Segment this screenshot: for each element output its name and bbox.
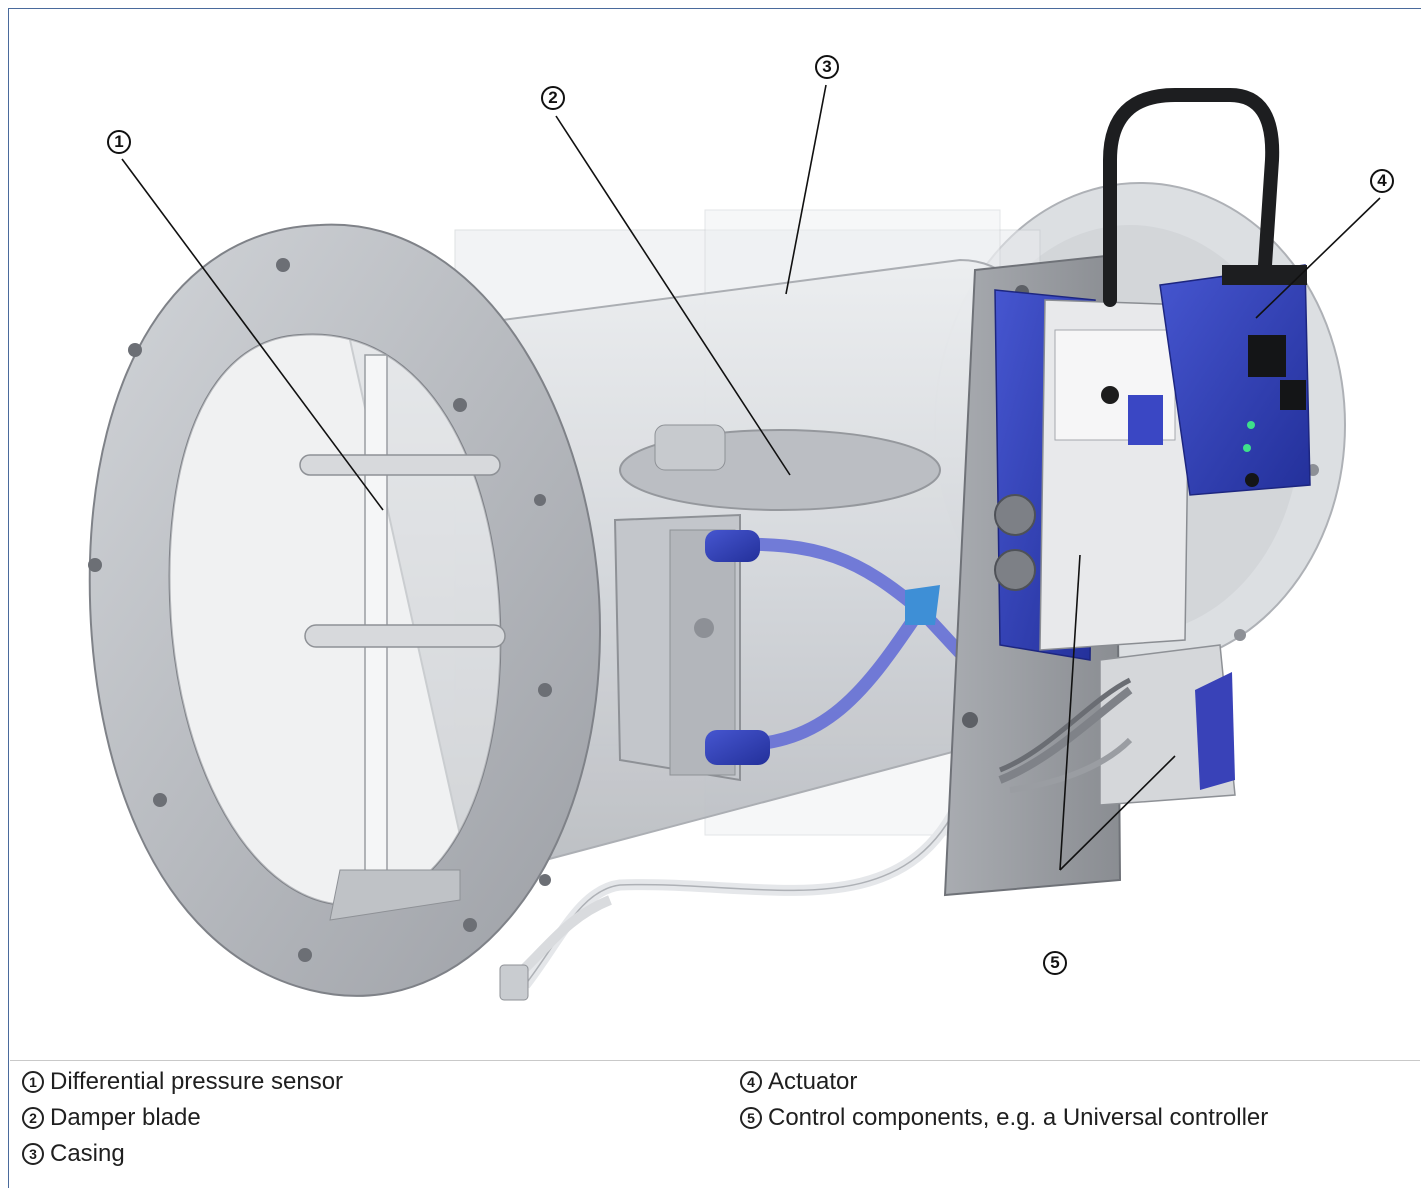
legend-divider	[10, 1060, 1420, 1061]
flange-bolt-holes	[88, 258, 552, 962]
legend-label-2: Damper blade	[50, 1104, 201, 1131]
legend-label-3: Casing	[50, 1140, 125, 1167]
pressure-sensor-arm-top	[299, 454, 501, 476]
pressure-sensor-arm-bottom	[304, 624, 506, 648]
pressure-sensor-vertical	[364, 354, 388, 891]
callout-4: 4	[1367, 166, 1401, 200]
figure-frame	[8, 8, 1421, 1188]
legend-badge-4: 4	[740, 1071, 762, 1093]
legend-label-5: Control components, e.g. a Universal con…	[768, 1104, 1269, 1131]
legend-badge-5: 5	[740, 1107, 762, 1129]
legend-label-4: Actuator	[768, 1068, 858, 1095]
tube-connector-bottom	[705, 730, 770, 765]
tube-connector-top	[705, 530, 760, 562]
legend-item-1: 1 Differential pressure sensor	[22, 1067, 343, 1097]
callout-3: 3	[812, 52, 846, 86]
legend-badge-3: 3	[22, 1143, 44, 1165]
legend-item-3: 3 Casing	[22, 1139, 125, 1169]
callout-1: 1	[104, 127, 138, 161]
legend-label-1: Differential pressure sensor	[50, 1068, 344, 1095]
legend-item-2: 2 Damper blade	[22, 1103, 201, 1133]
actuator-cable	[1103, 88, 1280, 307]
legend-badge-2: 2	[22, 1107, 44, 1129]
callout-2: 2	[538, 83, 572, 117]
damper-illustration	[88, 84, 1381, 1001]
legend-item-4: 4 Actuator	[740, 1067, 857, 1097]
callout-5: 5	[1040, 948, 1074, 982]
legend-item-5: 5 Control components, e.g. a Universal c…	[740, 1103, 1268, 1133]
leader-lines	[121, 84, 1381, 871]
legend-badge-1: 1	[22, 1071, 44, 1093]
